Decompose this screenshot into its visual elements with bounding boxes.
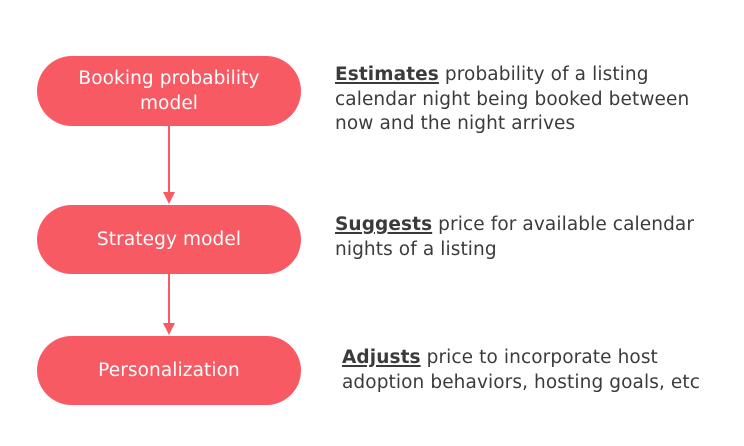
node-personalization: Personalization xyxy=(37,336,301,405)
description-strategy: Suggests price for available calendar ni… xyxy=(335,213,735,262)
description-text: price for available calendar nights of a… xyxy=(335,214,695,260)
description-keyword: Adjusts xyxy=(342,347,421,368)
arrow-1-to-2 xyxy=(163,126,175,204)
description-text: price to incorporate host adoption behav… xyxy=(342,347,701,393)
description-keyword: Estimates xyxy=(335,64,439,85)
node-label: Personalization xyxy=(98,360,240,381)
node-booking-probability-model: Booking probability model xyxy=(37,56,301,126)
node-label: Strategy model xyxy=(96,229,242,250)
description-text: probability of a listing calendar night … xyxy=(335,64,690,134)
description-personalization: Adjusts price to incorporate host adopti… xyxy=(342,346,742,395)
description-booking-probability: Estimates probability of a listing calen… xyxy=(335,63,695,137)
description-keyword: Suggests xyxy=(335,214,433,235)
node-label: Booking probability model xyxy=(78,68,260,114)
node-strategy-model: Strategy model xyxy=(37,205,301,274)
arrow-2-to-3 xyxy=(163,274,175,335)
